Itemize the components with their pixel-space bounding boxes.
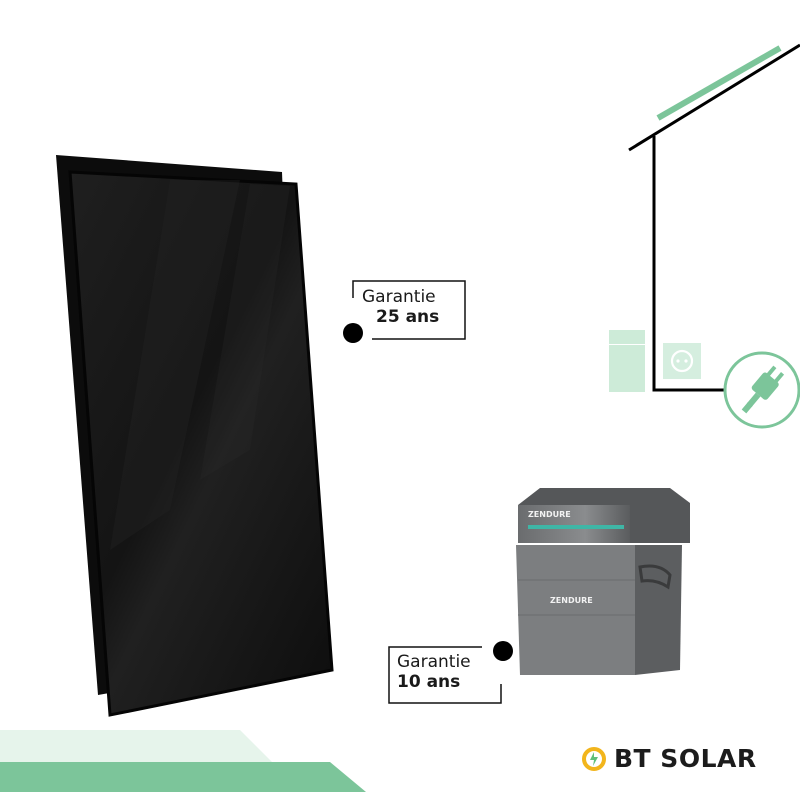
- front-solar-panel: [68, 170, 334, 717]
- battery-top-brand: ZENDURE: [528, 510, 571, 519]
- panel-warranty-frame: [352, 280, 466, 340]
- battery-warranty-duration: 10 ans: [397, 672, 461, 692]
- decorative-green-stripes: [0, 730, 366, 792]
- battery-warranty-label: Garantie 10 ans: [397, 652, 471, 692]
- home-battery-illustration: ZENDURE ZENDURE: [516, 488, 690, 675]
- solar-panels-illustration: [56, 155, 334, 717]
- brand-logo: BT SOLAR: [582, 744, 757, 773]
- battery-warranty-marker: [493, 641, 513, 661]
- bt-solar-logo-icon: [582, 746, 606, 771]
- wall-socket-icon: [663, 343, 701, 379]
- panel-warranty-title: Garantie: [362, 287, 436, 307]
- battery-front-brand: ZENDURE: [550, 596, 593, 605]
- battery-warranty-frame: [388, 646, 502, 704]
- panel-warranty-marker: [343, 323, 363, 343]
- battery-icon: [609, 330, 645, 392]
- panel-warranty-duration: 25 ans: [376, 307, 440, 327]
- house-outline-icon: [628, 43, 800, 392]
- panel-warranty-label: Garantie 25 ans: [362, 287, 439, 327]
- plug-icon: [723, 351, 800, 429]
- battery-warranty-title: Garantie: [397, 652, 471, 672]
- brand-name: BT SOLAR: [614, 744, 757, 773]
